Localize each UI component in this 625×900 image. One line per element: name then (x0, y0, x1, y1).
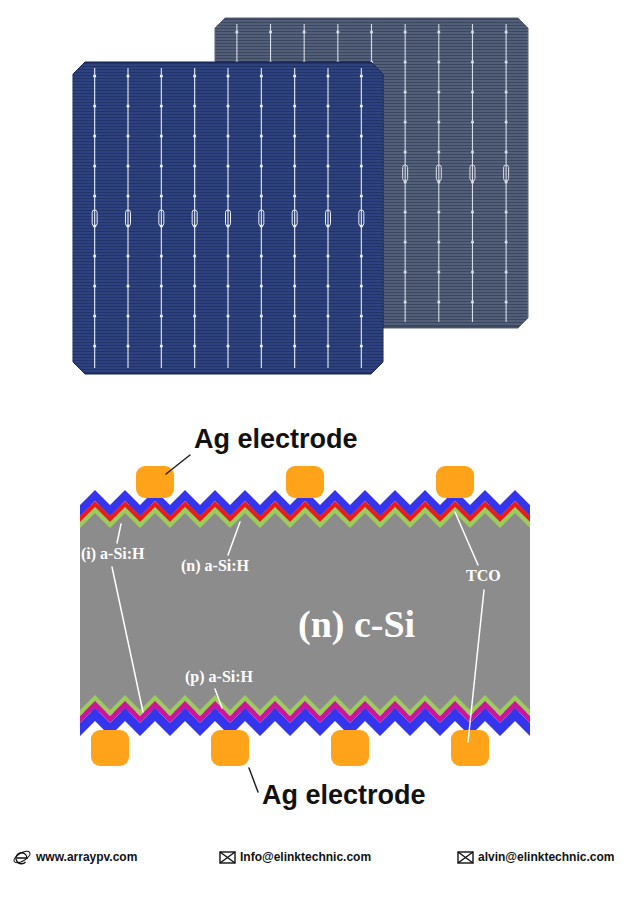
email-text: Info@elinktechnic.com (240, 851, 371, 865)
part-label: Ag electrode (194, 424, 358, 455)
ag-electrode (331, 730, 369, 766)
region-label: (n) c-Si (298, 603, 415, 647)
mail-icon (220, 852, 235, 863)
layer-label: TCO (466, 567, 501, 585)
layer-label: (p) a-Si:H (185, 668, 253, 686)
solar-cell-photos (0, 0, 625, 400)
leader-line (112, 567, 143, 712)
leader-line (228, 522, 240, 555)
layer-label: (i) a-Si:H (81, 545, 145, 563)
leader-line (215, 689, 222, 708)
leader-line (117, 524, 121, 543)
solar-cell (73, 62, 383, 374)
ag-electrode (286, 466, 324, 498)
wafer-region: (n) c-Si (298, 603, 415, 647)
leader-line (166, 455, 190, 474)
mail-icon (458, 852, 473, 863)
ag-electrode (451, 730, 489, 766)
ag-electrode (91, 730, 129, 766)
leader-line (249, 768, 258, 792)
part-label: Ag electrode (262, 780, 426, 811)
ag-electrode (436, 466, 474, 498)
website-text: www.arraypv.com (36, 851, 137, 865)
layer-label: (n) a-Si:H (181, 557, 249, 575)
web-icon (12, 849, 32, 865)
ag-electrode (136, 466, 174, 498)
c-si-wafer (80, 505, 530, 712)
leader-line (468, 590, 484, 742)
ag-electrode (211, 730, 249, 766)
leader-line (455, 512, 478, 565)
email-text: alvin@elinktechnic.com (478, 851, 614, 865)
i-asi-layer (80, 507, 530, 528)
